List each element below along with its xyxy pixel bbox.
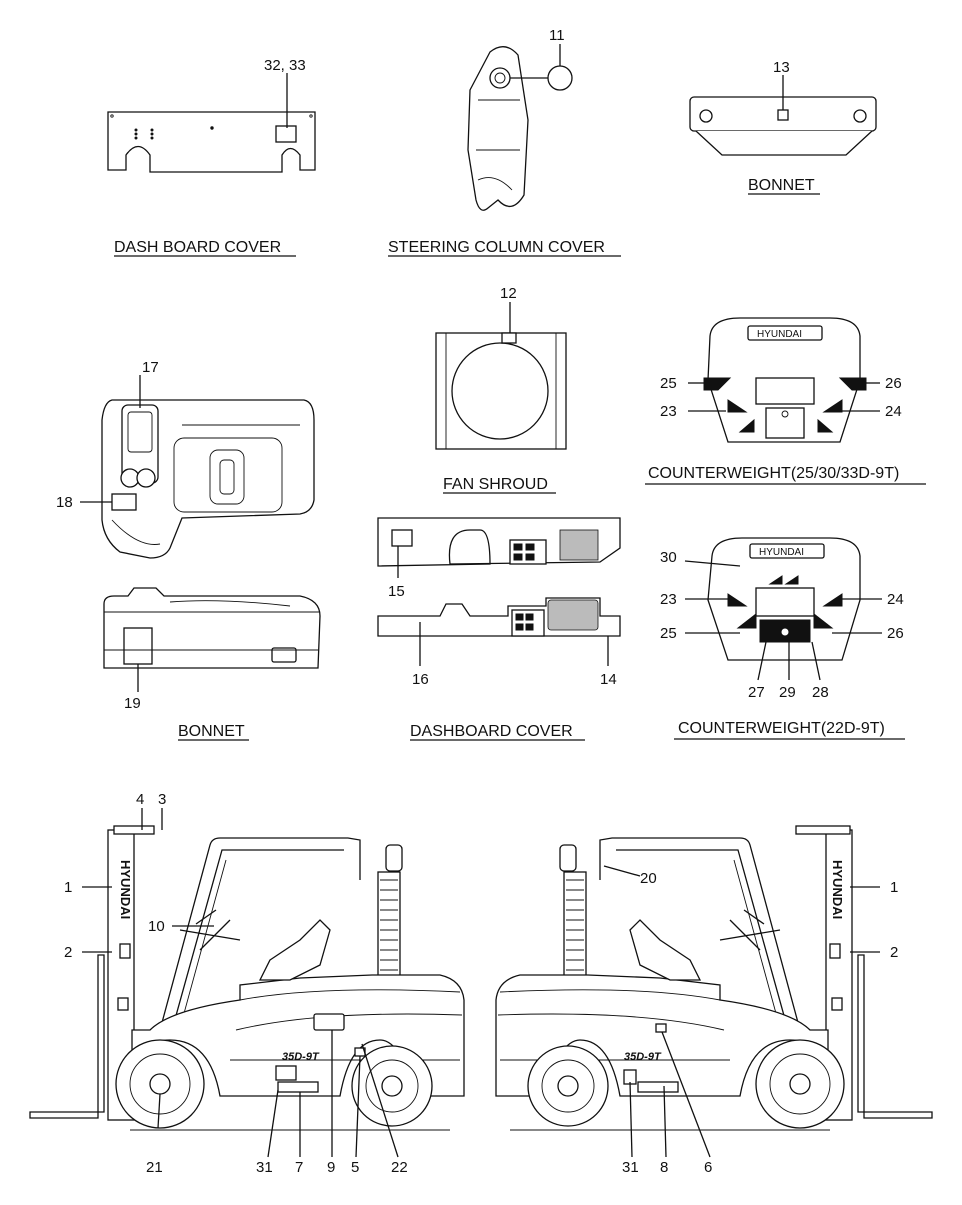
callout-left-22: 22	[391, 1159, 408, 1176]
forklift-left-view: HYUNDAI 35D-9T	[29, 808, 465, 1158]
fan-shroud-part	[435, 302, 567, 450]
callout-left-4: 4	[136, 791, 144, 808]
caption-counterweight-22: COUNTERWEIGHT(22D-9T)	[678, 720, 885, 737]
callout-cw2-30: 30	[660, 549, 677, 566]
callout-cw2-26: 26	[887, 625, 904, 642]
callout-17: 17	[142, 359, 159, 376]
callout-16: 16	[412, 671, 429, 688]
callout-cw1-23: 23	[660, 403, 677, 420]
callout-cw1-26: 26	[885, 375, 902, 392]
callout-left-2: 2	[64, 944, 72, 961]
counterweight-25-part: HYUNDAI	[688, 317, 880, 443]
callout-18: 18	[56, 494, 73, 511]
callout-right-2: 2	[890, 944, 898, 961]
callout-left-7: 7	[295, 1159, 303, 1176]
dashboard-cover-part	[377, 517, 621, 666]
bonnet-top-part	[689, 75, 877, 156]
callout-cw1-25: 25	[660, 375, 677, 392]
counterweight-22-part: HYUNDAI	[684, 537, 882, 681]
caption-bonnet-top: BONNET	[748, 177, 815, 194]
callout-right-1: 1	[890, 879, 898, 896]
callout-left-21: 21	[146, 1159, 163, 1176]
callout-12: 12	[500, 285, 517, 302]
callout-cw2-24: 24	[887, 591, 904, 608]
callout-left-1: 1	[64, 879, 72, 896]
caption-bonnet-left: BONNET	[178, 723, 245, 740]
forklift-right-view: HYUNDAI 35D-9T	[495, 825, 933, 1158]
bonnet-left-side-view	[103, 587, 321, 692]
callout-cw2-23: 23	[660, 591, 677, 608]
callout-right-31: 31	[622, 1159, 639, 1176]
callout-cw1-24: 24	[885, 403, 902, 420]
caption-fan-shroud: FAN SHROUD	[443, 476, 548, 493]
callout-13: 13	[773, 59, 790, 76]
dash-board-cover-part	[107, 73, 316, 173]
steering-column-cover-part	[467, 44, 573, 211]
callout-15: 15	[388, 583, 405, 600]
model-badge-right: 35D-9T	[624, 1051, 662, 1063]
callout-right-6: 6	[704, 1159, 712, 1176]
callout-left-3: 3	[158, 791, 166, 808]
callout-cw2-27: 27	[748, 684, 765, 701]
callout-32-33: 32, 33	[264, 57, 306, 74]
callout-left-31: 31	[256, 1159, 273, 1176]
callout-left-5: 5	[351, 1159, 359, 1176]
caption-steering-column-cover: STEERING COLUMN COVER	[388, 239, 605, 256]
logo-text-cw2: HYUNDAI	[759, 547, 804, 558]
caption-dashboard-cover: DASHBOARD COVER	[410, 723, 573, 740]
callout-left-9: 9	[327, 1159, 335, 1176]
callout-11: 11	[549, 27, 565, 44]
callout-right-20: 20	[640, 870, 657, 887]
model-badge-left: 35D-9T	[282, 1051, 320, 1063]
callout-cw2-28: 28	[812, 684, 829, 701]
callout-cw2-25: 25	[660, 625, 677, 642]
caption-counterweight-25: COUNTERWEIGHT(25/30/33D-9T)	[648, 465, 899, 482]
callout-19: 19	[124, 695, 141, 712]
logo-text-cw1: HYUNDAI	[757, 329, 802, 340]
mast-logo-left: HYUNDAI	[118, 860, 133, 919]
callout-right-8: 8	[660, 1159, 668, 1176]
mast-logo-right: HYUNDAI	[830, 860, 845, 919]
callout-14: 14	[600, 671, 617, 688]
callout-cw2-29: 29	[779, 684, 796, 701]
caption-dash-board-cover: DASH BOARD COVER	[114, 239, 281, 256]
callout-left-10: 10	[148, 918, 165, 935]
bonnet-left-top-view	[80, 375, 315, 559]
